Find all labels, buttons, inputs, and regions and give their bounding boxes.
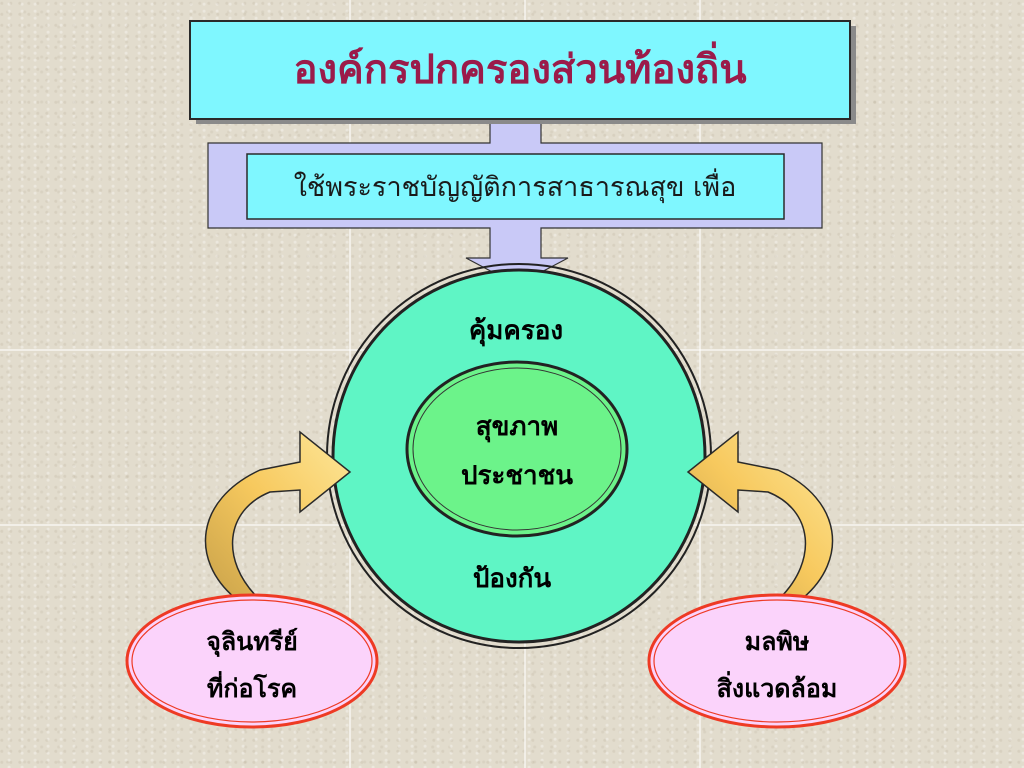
protect-label: คุ้มครอง (469, 316, 563, 347)
pollution-line-1: มลพิษ (745, 627, 810, 656)
title-box: องค์กรปกครองส่วนท้องถิ่น (189, 20, 856, 124)
microbes-line-1: จุลินทรีย์ (206, 627, 298, 658)
prevent-label: ป้องกัน (473, 564, 552, 594)
bg-gridline (699, 0, 701, 768)
microbes-oval: จุลินทรีย์ ที่ก่อโรค (125, 593, 379, 729)
pollution-oval: มลพิษ สิ่งแวดล้อม (647, 593, 907, 729)
subtitle-box: ใช้พระราชบัญญัติการสาธารณสุข เพื่อ (246, 153, 785, 220)
left-curved-arrow (204, 430, 352, 599)
pollution-line-2: สิ่งแวดล้อม (717, 671, 838, 703)
microbes-line-2: ที่ก่อโรค (207, 671, 297, 703)
inner-line-1: สุขภาพ (476, 412, 559, 443)
inner-circle: สุขภาพ ประชาชน (405, 360, 629, 538)
right-curved-arrow (686, 430, 834, 599)
title: องค์กรปกครองส่วนท้องถิ่น (293, 41, 746, 93)
subtitle: ใช้พระราชบัญญัติการสาธารณสุข เพื่อ (294, 168, 737, 204)
inner-line-2: ประชาชน (461, 461, 573, 491)
